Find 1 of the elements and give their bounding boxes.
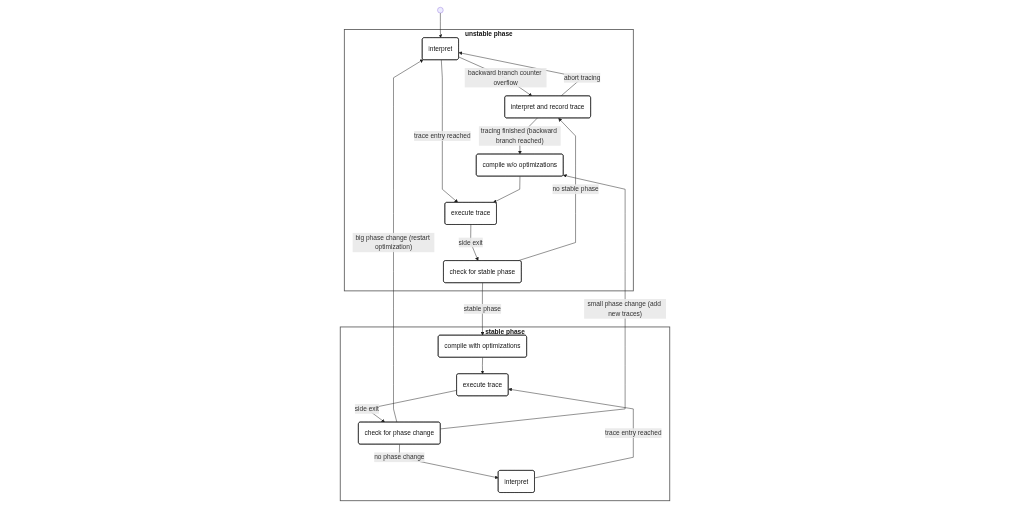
node-circle xyxy=(437,7,444,14)
